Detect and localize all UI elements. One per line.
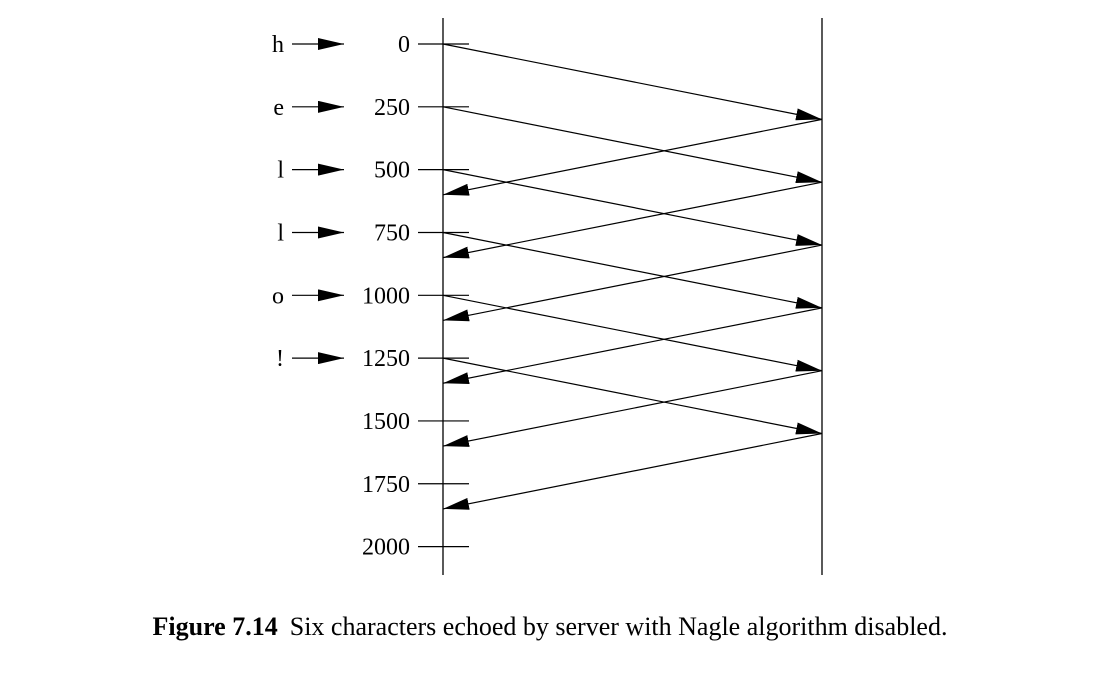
echo-segment-arrow — [442, 181, 823, 259]
character-label: ! — [276, 346, 284, 372]
time-tick-label: 0 — [398, 32, 410, 58]
figure-caption: Figure 7.14 Six characters echoed by serv… — [0, 612, 1100, 642]
character-label: o — [272, 283, 284, 309]
time-tick-label: 250 — [374, 95, 410, 121]
figure-caption-text: Six characters echoed by server with Nag… — [289, 612, 948, 641]
figure-number: Figure 7.14 — [152, 612, 278, 641]
time-tick-label: 500 — [374, 158, 410, 184]
data-segment-arrow — [442, 294, 823, 372]
time-tick-label: 1000 — [362, 283, 410, 309]
echo-segment-arrow — [442, 370, 823, 447]
time-tick-label: 2000 — [362, 535, 410, 561]
echo-segment-arrow — [442, 307, 823, 385]
timing-diagram: 0 250 500 750 1000 1250 1500 1750 2000 h e l l o! — [272, 18, 823, 575]
time-tick-label: 1750 — [362, 472, 410, 498]
data-segment-arrow — [442, 231, 823, 309]
echo-segment-arrow — [442, 118, 823, 196]
data-segment-arrow — [442, 169, 823, 246]
character-label: h — [272, 32, 284, 58]
echo-segment-arrow — [442, 432, 823, 510]
time-tick-label: 1250 — [362, 346, 410, 372]
data-segment-arrow — [442, 43, 823, 121]
data-segment-arrow — [442, 106, 823, 184]
time-tick-label: 1500 — [362, 409, 410, 435]
character-label: e — [273, 95, 284, 121]
data-segment-arrow — [442, 357, 823, 435]
character-label: l — [277, 158, 284, 184]
time-tick-label: 750 — [374, 220, 410, 246]
echo-segment-arrow — [442, 244, 823, 322]
character-label: l — [277, 220, 284, 246]
